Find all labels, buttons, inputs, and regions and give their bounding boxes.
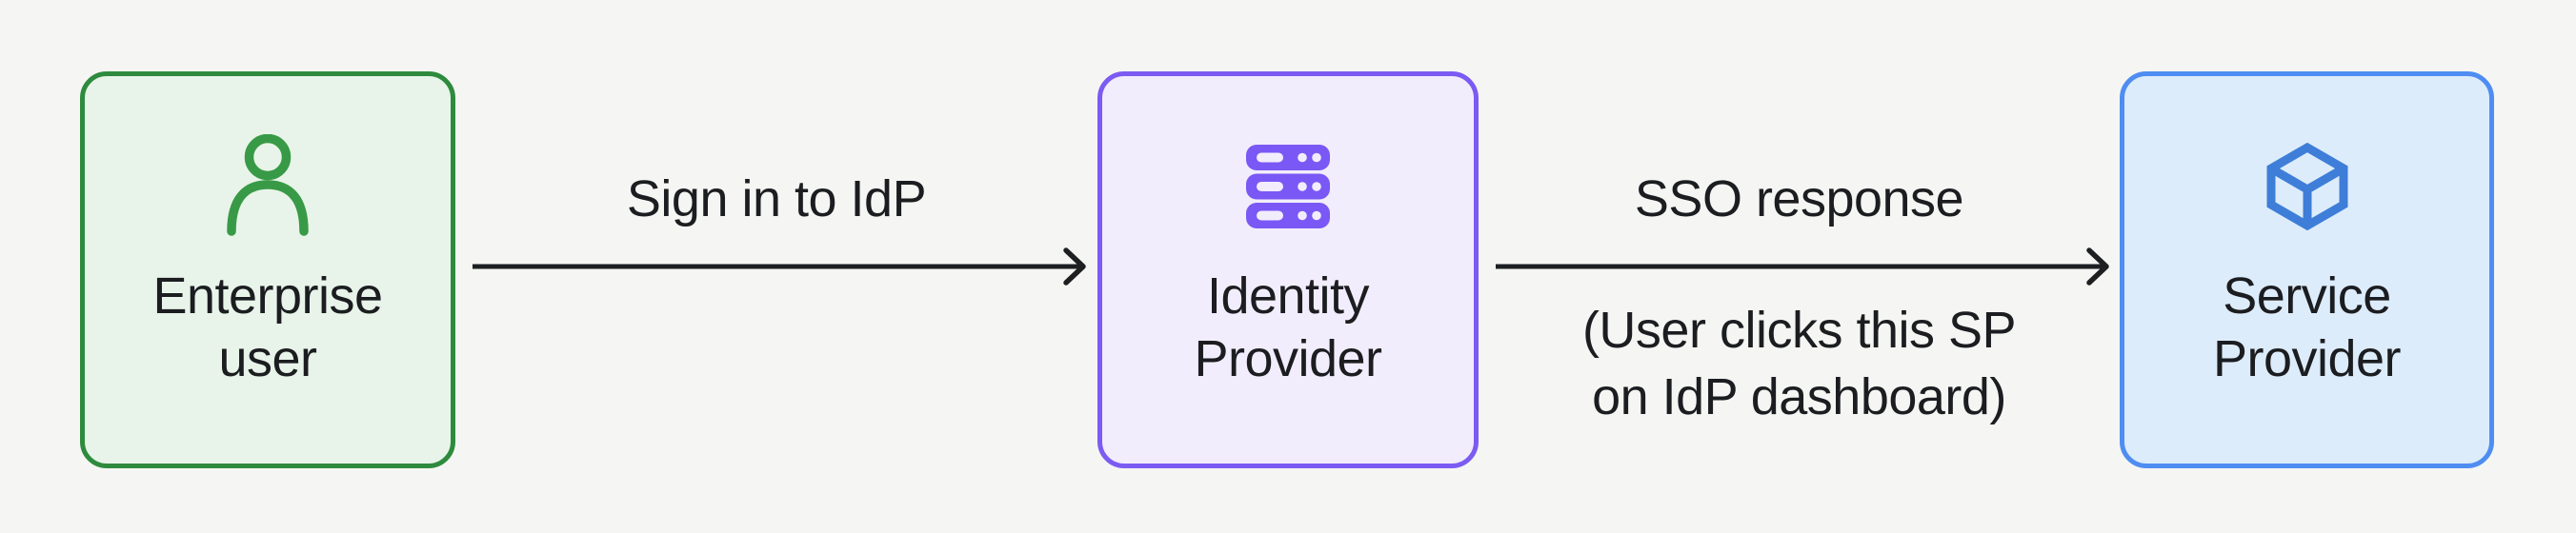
- service-provider-label-line1: Service: [2223, 267, 2391, 325]
- enterprise-user-label: Enterprise user: [152, 265, 383, 390]
- service-provider-label-line2: Provider: [2212, 330, 2402, 387]
- arrow-note-line2: on IdP dashboard): [1592, 368, 2006, 425]
- service-provider-box: Service Provider: [2120, 71, 2494, 468]
- identity-provider-label: Identity Provider: [1194, 265, 1382, 390]
- service-provider-label: Service Provider: [2212, 265, 2402, 390]
- cube-icon: [2124, 133, 2489, 240]
- arrow-label-sso-response: SSO response: [1634, 170, 1964, 227]
- arrow-note-line1: (User clicks this SP: [1581, 302, 2017, 359]
- enterprise-user-label-line1: Enterprise: [152, 267, 383, 325]
- arrow-sso-response: [1494, 238, 2111, 295]
- identity-provider-label-line1: Identity: [1206, 267, 1370, 325]
- identity-provider-label-line2: Provider: [1194, 330, 1382, 387]
- enterprise-user-label-line2: user: [218, 330, 317, 387]
- identity-provider-box: Identity Provider: [1097, 71, 1479, 468]
- arrow-note-user-clicks-sp: (User clicks this SP on IdP dashboard): [1458, 297, 2141, 430]
- user-icon: [85, 133, 451, 240]
- arrow-signin-to-idp: [471, 238, 1088, 295]
- enterprise-user-box: Enterprise user: [80, 71, 455, 468]
- arrow-label-sign-in-to-idp: Sign in to IdP: [626, 170, 927, 227]
- server-icon: [1102, 133, 1474, 240]
